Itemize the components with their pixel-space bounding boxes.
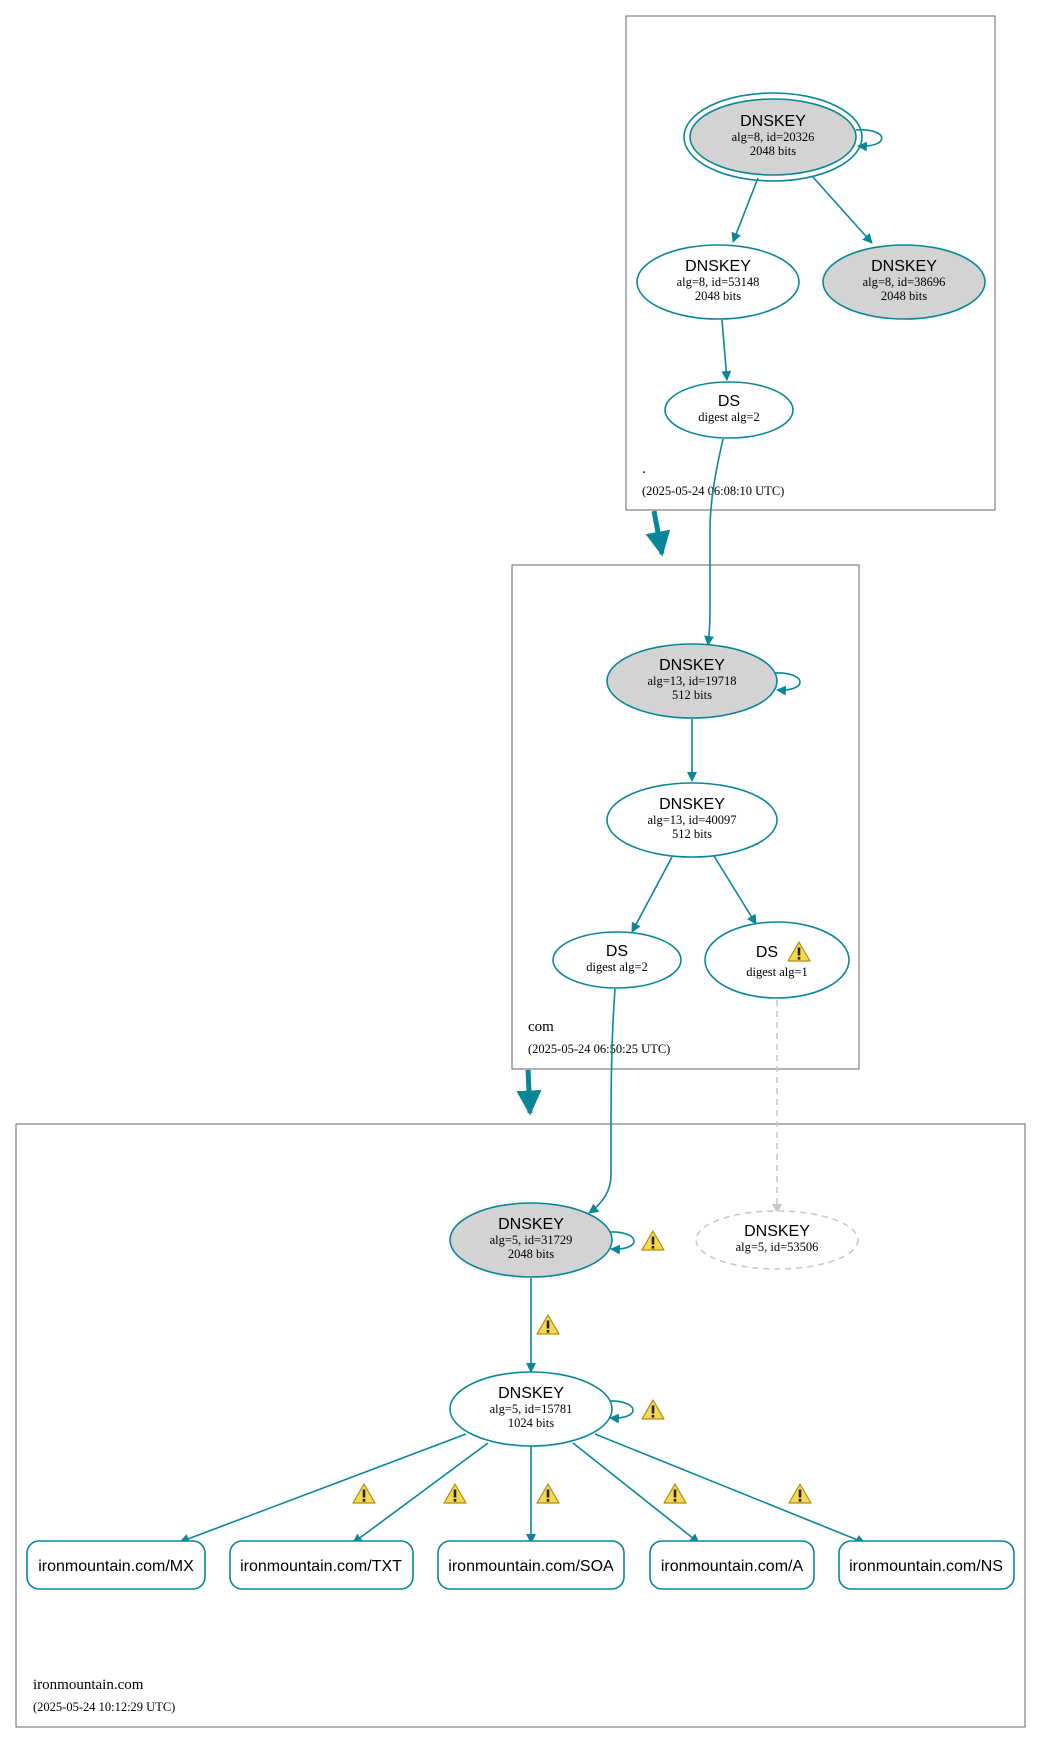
rrset-mx[interactable]: ironmountain.com/MX [26, 1540, 206, 1590]
node-title: DNSKEY [659, 657, 725, 674]
node-im-zsk[interactable]: DNSKEY alg=5, id=15781 1024 bits [449, 1371, 613, 1447]
warning-icon[interactable] [536, 1483, 560, 1504]
edge-im-ksk-self [608, 1231, 635, 1255]
node-title: DS [718, 393, 740, 410]
edge-root-zsk-to-ds [721, 319, 732, 381]
node-com-ds1[interactable]: DS digest alg=1 [704, 921, 850, 999]
node-detail: digest alg=2 [586, 960, 648, 974]
node-title: DNSKEY [498, 1385, 564, 1402]
node-im-missing-key[interactable]: DNSKEY alg=5, id=53506 [695, 1210, 859, 1270]
edge-com-ksk-self [774, 672, 801, 696]
node-title: DNSKEY [685, 258, 751, 275]
warning-icon[interactable] [536, 1314, 560, 1335]
node-root-ds[interactable]: DS digest alg=2 [664, 381, 794, 439]
node-title: DNSKEY [871, 258, 937, 275]
node-detail: 2048 bits [695, 289, 741, 303]
zone-timestamp-com: (2025-05-24 06:50:25 UTC) [528, 1042, 670, 1056]
node-detail: alg=8, id=38696 [863, 275, 946, 289]
zone-box-root [625, 15, 996, 511]
edge-im-zsk-to-mx [179, 1433, 467, 1544]
node-title: DS [606, 943, 628, 960]
edge-com-ds2-to-im-ksk [588, 988, 616, 1214]
warning-icon[interactable] [663, 1483, 687, 1504]
rrset-label: ironmountain.com/TXT [240, 1558, 402, 1575]
rrset-a[interactable]: ironmountain.com/A [649, 1540, 815, 1590]
node-detail: 2048 bits [750, 144, 796, 158]
warning-icon[interactable] [352, 1483, 376, 1504]
node-title: DNSKEY [744, 1223, 810, 1240]
node-detail: 512 bits [672, 688, 712, 702]
node-detail: digest alg=1 [746, 965, 808, 979]
node-com-ds2[interactable]: DS digest alg=2 [552, 931, 682, 989]
zone-name-root: . [642, 461, 646, 477]
delegation-arrow-root-to-com [645, 510, 671, 557]
node-detail: digest alg=2 [698, 410, 760, 424]
warning-icon[interactable] [641, 1399, 665, 1420]
edge-com-zsk-to-ds2 [631, 856, 673, 933]
edge-com-zsk-to-ds1 [713, 855, 757, 925]
node-root-ksk[interactable]: DNSKEY alg=8, id=20326 2048 bits [683, 92, 863, 182]
edge-root-ksk-self [855, 129, 883, 152]
zone-box-com [511, 564, 860, 1070]
edge-root-ds-to-com-ksk [704, 438, 724, 646]
rrset-label: ironmountain.com/A [661, 1558, 804, 1575]
warning-icon[interactable] [788, 1483, 812, 1504]
edge-im-zsk-to-a [572, 1442, 700, 1544]
node-im-ksk[interactable]: DNSKEY alg=5, id=31729 2048 bits [449, 1202, 613, 1278]
node-com-zsk[interactable]: DNSKEY alg=13, id=40097 512 bits [606, 782, 778, 858]
rrset-ns[interactable]: ironmountain.com/NS [838, 1540, 1015, 1590]
warning-icon[interactable] [641, 1230, 665, 1251]
node-root-zsk[interactable]: DNSKEY alg=8, id=53148 2048 bits [636, 244, 800, 320]
node-detail: 512 bits [672, 827, 712, 841]
zone-box-ironmountain [15, 1123, 1026, 1728]
rrset-txt[interactable]: ironmountain.com/TXT [229, 1540, 414, 1590]
node-detail: alg=13, id=19718 [647, 674, 736, 688]
node-detail: alg=13, id=40097 [647, 813, 736, 827]
rrset-label: ironmountain.com/SOA [448, 1558, 614, 1575]
node-detail: 2048 bits [508, 1247, 554, 1261]
node-title: DNSKEY [740, 113, 806, 130]
node-detail: alg=8, id=53148 [677, 275, 760, 289]
node-title: DS [756, 944, 778, 961]
node-title: DNSKEY [659, 796, 725, 813]
zone-timestamp-ironmountain: (2025-05-24 10:12:29 UTC) [33, 1700, 175, 1714]
node-detail: alg=5, id=15781 [490, 1402, 573, 1416]
zone-name-com: com [528, 1019, 554, 1035]
node-com-ksk[interactable]: DNSKEY alg=13, id=19718 512 bits [606, 643, 778, 719]
node-detail: alg=5, id=53506 [736, 1240, 819, 1254]
edge-im-zsk-self [607, 1400, 634, 1424]
node-detail: alg=8, id=20326 [732, 130, 815, 144]
node-root-key2[interactable]: DNSKEY alg=8, id=38696 2048 bits [822, 244, 986, 320]
node-detail: alg=5, id=31729 [490, 1233, 573, 1247]
warning-icon[interactable] [443, 1483, 467, 1504]
node-detail: 2048 bits [881, 289, 927, 303]
rrset-label: ironmountain.com/MX [38, 1558, 194, 1575]
rrset-soa[interactable]: ironmountain.com/SOA [437, 1540, 625, 1590]
rrset-label: ironmountain.com/NS [849, 1558, 1003, 1575]
delegation-arrow-com-to-ironmountain [516, 1069, 542, 1116]
node-title: DNSKEY [498, 1216, 564, 1233]
edge-im-zsk-to-txt [352, 1442, 489, 1544]
edge-root-ksk-to-key2 [811, 175, 873, 244]
node-detail: 1024 bits [508, 1416, 554, 1430]
edge-im-zsk-to-ns [594, 1433, 866, 1545]
edge-root-ksk-to-zsk [731, 177, 759, 243]
zone-name-ironmountain: ironmountain.com [33, 1677, 144, 1693]
